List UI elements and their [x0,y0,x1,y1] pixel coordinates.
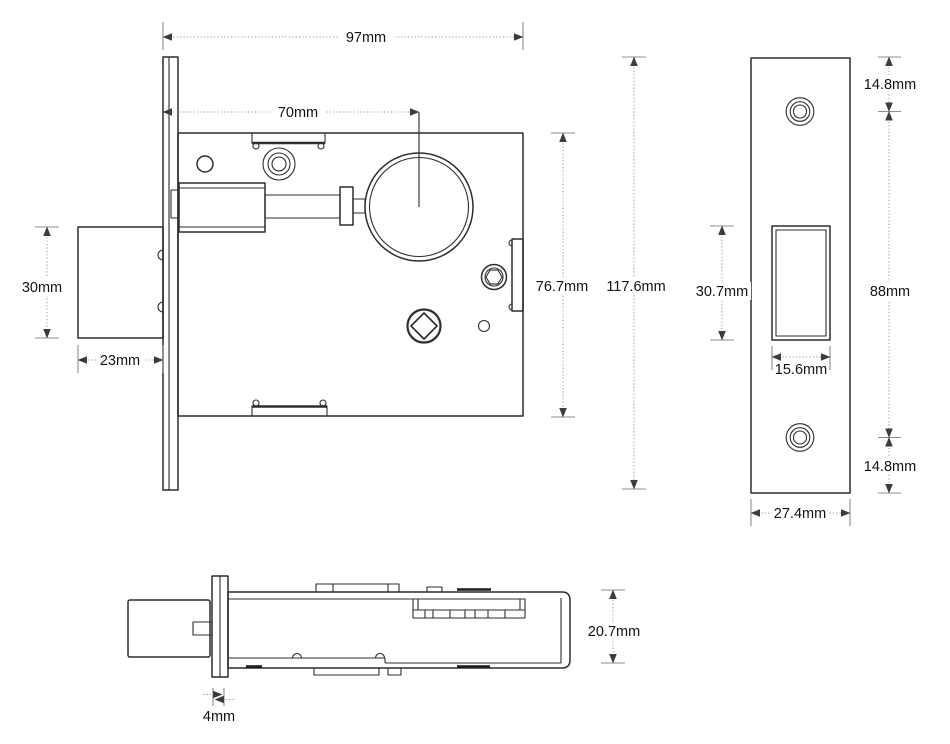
dim-case-height-label: 76.7mm [536,279,588,295]
side-view [77,56,524,491]
faceplate-outline [750,57,851,494]
top-mounting-tab [251,132,326,150]
dim-overall-width: 97mm [162,22,524,50]
dim-top-screw-offset: 14.8mm [861,56,919,113]
top-screw-hole [785,97,815,126]
latch-spindle [264,186,366,226]
dim-latch-height: 30mm [18,226,66,339]
dim-top-screw-offset-label: 14.8mm [864,77,916,93]
latch-cutout [771,225,831,341]
dim-plate-width: 27.4mm [750,499,851,526]
dim-cutout-height: 30.7mm [693,225,751,341]
pivot-pin-upper [157,249,164,261]
latch-bolt-outline [77,226,164,339]
dim-latch-protrusion: 23mm [77,345,164,373]
top-tab-topview [315,583,400,593]
dim-faceplate-height-label: 117.6mm [606,279,665,295]
dim-case-thickness-label: 20.7mm [588,624,640,640]
stacked-plate [412,586,526,619]
guide-pin [192,621,213,636]
small-hole-top [196,155,214,173]
latch-bolt-top-outline [127,599,211,658]
dim-faceplate-thickness: 4mm [203,688,235,725]
dim-bottom-screw-offset: 14.8mm [861,437,919,494]
bottom-tab-topview [246,665,490,676]
faceplate-edge-outline [162,56,179,491]
dim-latch-protrusion-label: 23mm [100,353,140,369]
dim-screw-spacing-label: 88mm [870,284,910,300]
spring-bump-right [374,652,386,659]
dim-cutout-height-label: 30.7mm [696,284,748,300]
bottom-screw-hole [785,423,815,452]
top-bushing [262,147,296,181]
top-view [127,575,571,678]
dim-overall-width-label: 97mm [346,30,386,46]
lock-case-outline [177,132,524,417]
dim-latch-height-label: 30mm [22,280,62,296]
dim-backset-label: 70mm [278,105,318,121]
latch-housing [170,182,266,233]
dim-bottom-screw-offset-label: 14.8mm [864,459,916,475]
case-top-outline [227,591,571,669]
spindle-hub [406,308,442,344]
dim-plate-width-label: 27.4mm [774,506,826,522]
dim-backset: 70mm [162,103,420,121]
dimensions: 97mm 70mm 30mm 23mm [18,22,919,725]
faceplate-view [750,57,851,494]
hex-screw [480,263,508,291]
dim-cutout-width-label: 15.6mm [775,362,827,378]
small-hole-middle [477,319,491,333]
pivot-pin-lower [157,301,164,313]
dim-faceplate-height: 117.6mm [604,56,668,490]
dim-case-height: 76.7mm [534,132,591,418]
dim-faceplate-thickness-label: 4mm [203,709,235,725]
spring-bump-left [291,652,303,659]
dim-screw-spacing: 88mm [866,111,914,439]
bottom-mounting-tab [251,399,328,417]
dim-case-thickness: 20.7mm [585,589,643,664]
dim-cutout-width: 15.6mm [771,346,831,378]
edge-bracket [508,238,524,312]
